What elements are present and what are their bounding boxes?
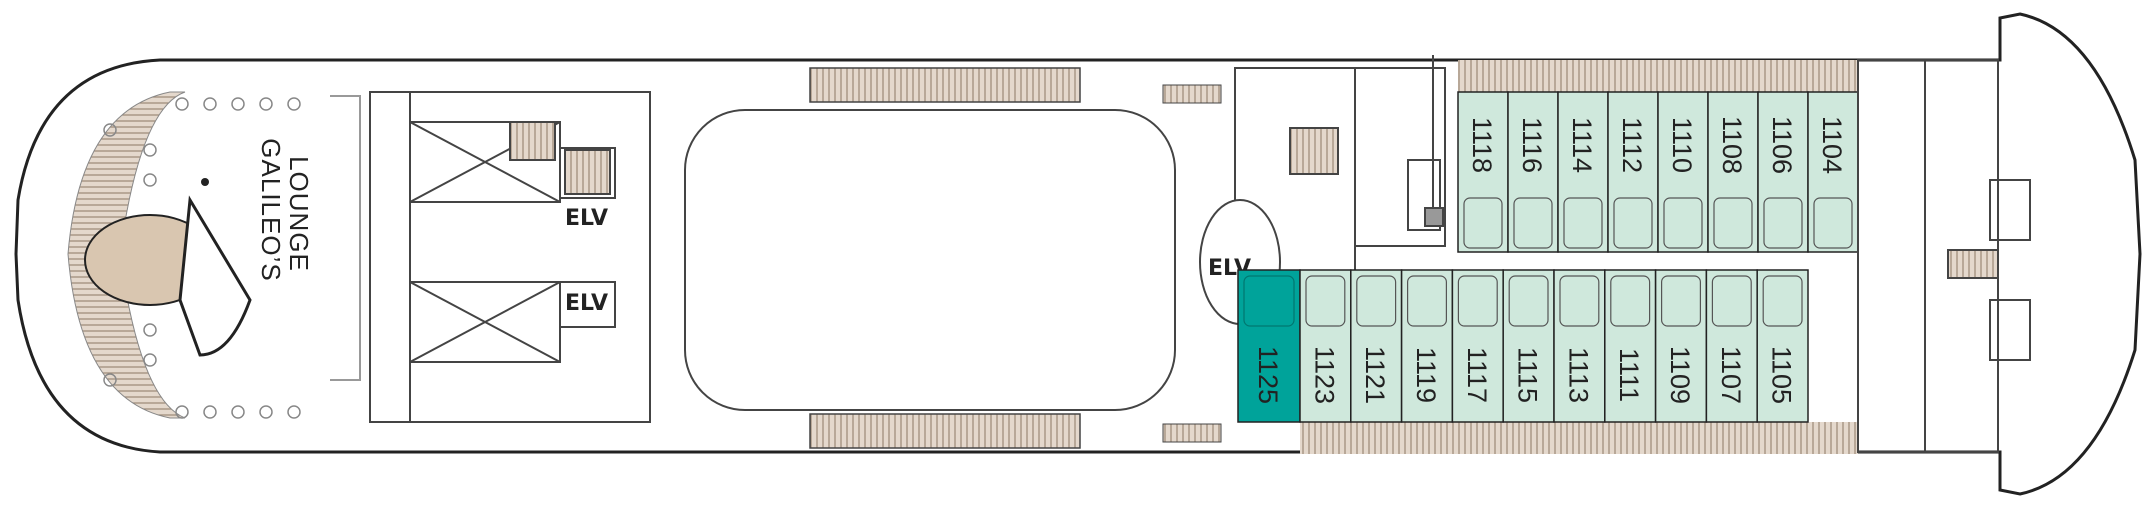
pool-deck-chairs-top	[809, 67, 1081, 103]
cabin-bathroom	[1243, 275, 1295, 327]
cabins-bottom: 1125 1123 1121 1119 1117 1115 1113 1111 1109 1107…	[1237, 269, 1809, 423]
cabin-bathroom	[1763, 197, 1803, 249]
cabin-shape	[1604, 269, 1657, 423]
cabin-shape	[1553, 269, 1606, 423]
cabin-shape	[1657, 91, 1709, 253]
pool-deck-chairs-bottom	[809, 413, 1081, 449]
cabin-number: 1119	[1411, 347, 1441, 403]
cabin-1125[interactable]: 1125	[1237, 269, 1301, 423]
cabin-bathroom	[1713, 197, 1753, 249]
cabin-bathroom	[1513, 197, 1553, 249]
cabin-number: 1108	[1717, 116, 1747, 174]
cabin-number: 1123	[1309, 346, 1339, 404]
cabin-shape	[1457, 91, 1509, 253]
cabin-bathroom	[1305, 275, 1346, 327]
cabin-shape	[1705, 269, 1758, 423]
cabin-1108[interactable]: 1108	[1707, 91, 1759, 253]
cabin-bathroom	[1559, 275, 1600, 327]
cabin-bathroom	[1660, 275, 1701, 327]
cabin-bathroom	[1356, 275, 1397, 327]
service-core	[369, 91, 651, 423]
cabin-number: 1112	[1617, 117, 1647, 173]
lounge-bar	[178, 195, 252, 357]
cabin-number: 1115	[1513, 347, 1543, 403]
cabin-number: 1121	[1360, 346, 1390, 404]
cabin-shape	[1756, 269, 1809, 423]
cabin-shape	[1507, 91, 1559, 253]
cabin-1114[interactable]: 1114	[1557, 91, 1609, 253]
lounge-seat	[201, 178, 209, 186]
cabin-bathroom	[1563, 197, 1603, 249]
cabin-1111[interactable]: 1111	[1604, 269, 1657, 423]
cabin-shape	[1654, 269, 1708, 423]
elevator-label-2: ELV	[565, 291, 608, 316]
cabin-1109[interactable]: 1109	[1654, 269, 1708, 423]
cabin-number: 1107	[1716, 346, 1746, 404]
cabin-bathroom	[1613, 197, 1653, 249]
cabin-number: 1117	[1462, 347, 1492, 403]
cabin-bathroom	[1610, 275, 1651, 327]
cabin-bathroom	[1463, 197, 1503, 249]
cabin-bathroom	[1406, 275, 1447, 327]
cabin-shape	[1237, 269, 1301, 423]
cabin-1112[interactable]: 1112	[1607, 91, 1659, 253]
cabin-number: 1113	[1563, 347, 1593, 403]
stateroom-wood-top	[1458, 60, 1858, 92]
cabin-1104[interactable]: 1104	[1807, 91, 1859, 253]
cabin-1116[interactable]: 1116	[1507, 91, 1559, 253]
cabin-shape	[1757, 91, 1809, 253]
cabin-1117[interactable]: 1117	[1451, 269, 1504, 423]
stair-bottom	[1162, 423, 1222, 443]
lounge-seating-rows	[103, 97, 301, 419]
cabin-1115[interactable]: 1115	[1502, 269, 1555, 423]
cabin-shape	[1807, 91, 1859, 253]
cabin-number: 1105	[1767, 346, 1797, 404]
cabin-shape	[1707, 91, 1759, 253]
cabin-1105[interactable]: 1105	[1756, 269, 1809, 423]
cabin-number: 1106	[1767, 116, 1797, 174]
lounge-label-line2: LOUNGE	[284, 156, 314, 272]
cabin-1107[interactable]: 1107	[1705, 269, 1758, 423]
cabin-bathroom	[1663, 197, 1703, 249]
bow-deck-wood	[67, 91, 186, 419]
cabins-top: 1118 1116 1114 1112 1110 1108 1106 1104	[1457, 91, 1859, 253]
cabin-number: 1109	[1665, 346, 1695, 404]
cabin-1121[interactable]: 1121	[1350, 269, 1403, 423]
cabin-bathroom	[1762, 275, 1803, 327]
pool-deck	[684, 109, 1176, 411]
lounge-stage	[330, 95, 361, 381]
cabin-number: 1111	[1614, 348, 1644, 402]
cabin-number: 1125	[1253, 346, 1283, 404]
cabin-1119[interactable]: 1119	[1400, 269, 1454, 423]
cabin-1118[interactable]: 1118	[1457, 91, 1509, 253]
cabin-1106[interactable]: 1106	[1757, 91, 1809, 253]
cabin-bathroom	[1508, 275, 1549, 327]
cabin-shape	[1451, 269, 1504, 423]
cabin-shape	[1400, 269, 1454, 423]
cabin-1113[interactable]: 1113	[1553, 269, 1606, 423]
cabin-1110[interactable]: 1110	[1657, 91, 1709, 253]
lounge-area	[84, 95, 361, 419]
stern-area	[1857, 59, 2031, 453]
cabin-number: 1116	[1517, 117, 1547, 173]
cabin-number: 1104	[1817, 116, 1847, 174]
elevator-label-1: ELV	[565, 206, 608, 231]
cabin-number: 1118	[1467, 117, 1497, 173]
lounge-label-line1: GALILEO’S	[256, 138, 286, 281]
cabin-number: 1110	[1667, 117, 1697, 173]
cabin-shape	[1607, 91, 1659, 253]
stair-top	[1162, 84, 1222, 104]
cabin-bathroom	[1813, 197, 1853, 249]
cabin-bathroom	[1457, 275, 1498, 327]
cabin-number: 1114	[1567, 117, 1597, 173]
cabin-shape	[1557, 91, 1609, 253]
cabin-1123[interactable]: 1123	[1299, 269, 1352, 423]
stateroom-wood-bottom	[1300, 422, 1858, 454]
cabin-bathroom	[1711, 275, 1752, 327]
